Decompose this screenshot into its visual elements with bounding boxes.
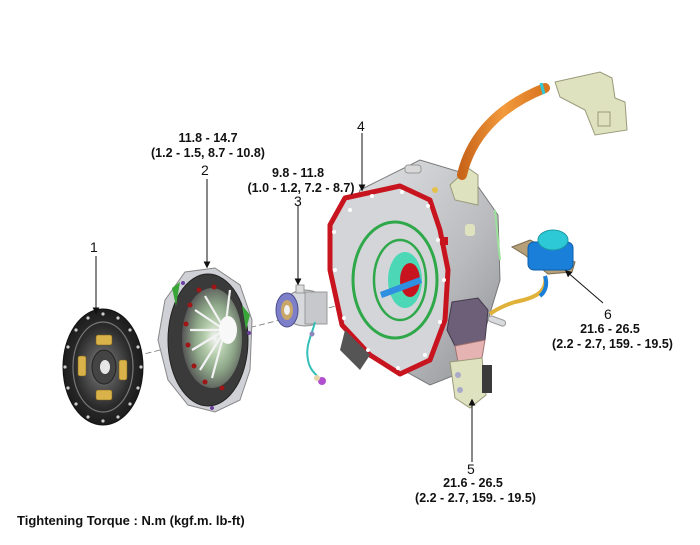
leader-line-6 <box>564 270 604 304</box>
torque-value-2: 11.8 - 14.7 <box>178 131 238 145</box>
torque-alt-5: (2.2 - 2.7, 159. - 19.5) <box>415 491 536 505</box>
hv-cable-part <box>449 71 628 206</box>
torque-alt-2: (1.2 - 1.5, 8.7 - 10.8) <box>151 146 265 160</box>
reservoir-tank-part <box>488 229 576 316</box>
torque-unit-legend: Tightening Torque : N.m (kgf.m. lb-ft) <box>17 513 245 528</box>
torque-value-3: 9.8 - 11.8 <box>271 166 325 180</box>
callout-number-3: 3 <box>294 193 302 209</box>
callout-number-2: 2 <box>201 162 209 178</box>
callout-number-6: 6 <box>604 306 612 322</box>
slave-cylinder-part <box>275 284 328 385</box>
callout-number-4: 4 <box>357 118 365 134</box>
torque-value-5: 21.6 - 26.5 <box>443 476 503 490</box>
clutch-actuator-part <box>446 297 507 409</box>
torque-alt-3: (1.0 - 1.2, 7.2 - 8.7) <box>247 181 355 195</box>
torque-alt-6: (2.2 - 2.7, 159. - 19.5) <box>552 337 673 351</box>
torque-value-6: 21.6 - 26.5 <box>580 322 640 336</box>
clutch-disc-part <box>62 308 144 426</box>
callout-number-5: 5 <box>467 461 475 477</box>
callout-number-1: 1 <box>90 239 98 255</box>
clutch-cover-part <box>157 267 253 413</box>
